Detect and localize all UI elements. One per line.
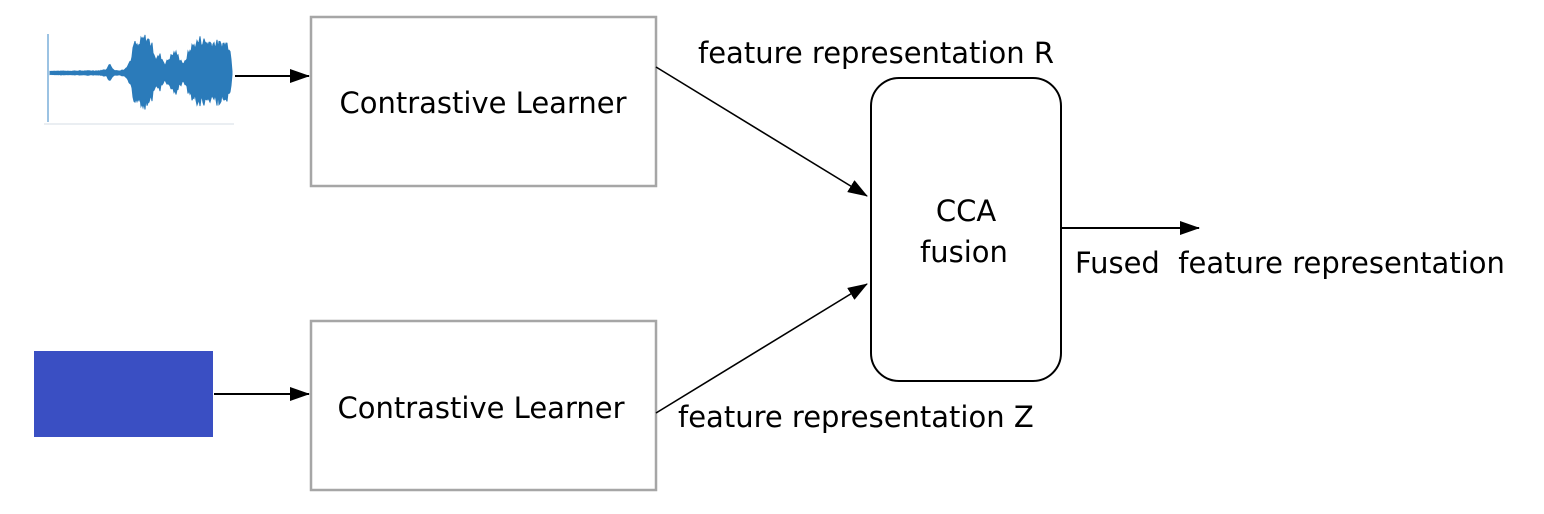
edge-label-feature-z: feature representation Z: [678, 400, 1034, 434]
cca-fusion-label-line1: CCA: [936, 194, 996, 228]
cca-fusion-label-line2: fusion: [920, 235, 1008, 269]
arrow-learner-bottom-to-fusion: [655, 283, 868, 414]
edge-label-feature-r: feature representation R: [698, 36, 1054, 70]
contrastive-learner-top-label: Contrastive Learner: [339, 86, 626, 120]
arrow-learner-top-to-fusion: [655, 66, 868, 197]
contrastive-learner-bottom: Contrastive Learner: [309, 319, 658, 492]
spectrogram-input: [34, 351, 213, 437]
edge-label-fused: Fused feature representation: [1075, 246, 1505, 280]
waveform-shape: [49, 34, 233, 110]
contrastive-learner-top: Contrastive Learner: [309, 15, 658, 188]
cca-fusion-node: CCA fusion: [870, 77, 1062, 382]
audio-waveform-input: [44, 34, 234, 125]
contrastive-learner-bottom-label: Contrastive Learner: [337, 391, 624, 425]
